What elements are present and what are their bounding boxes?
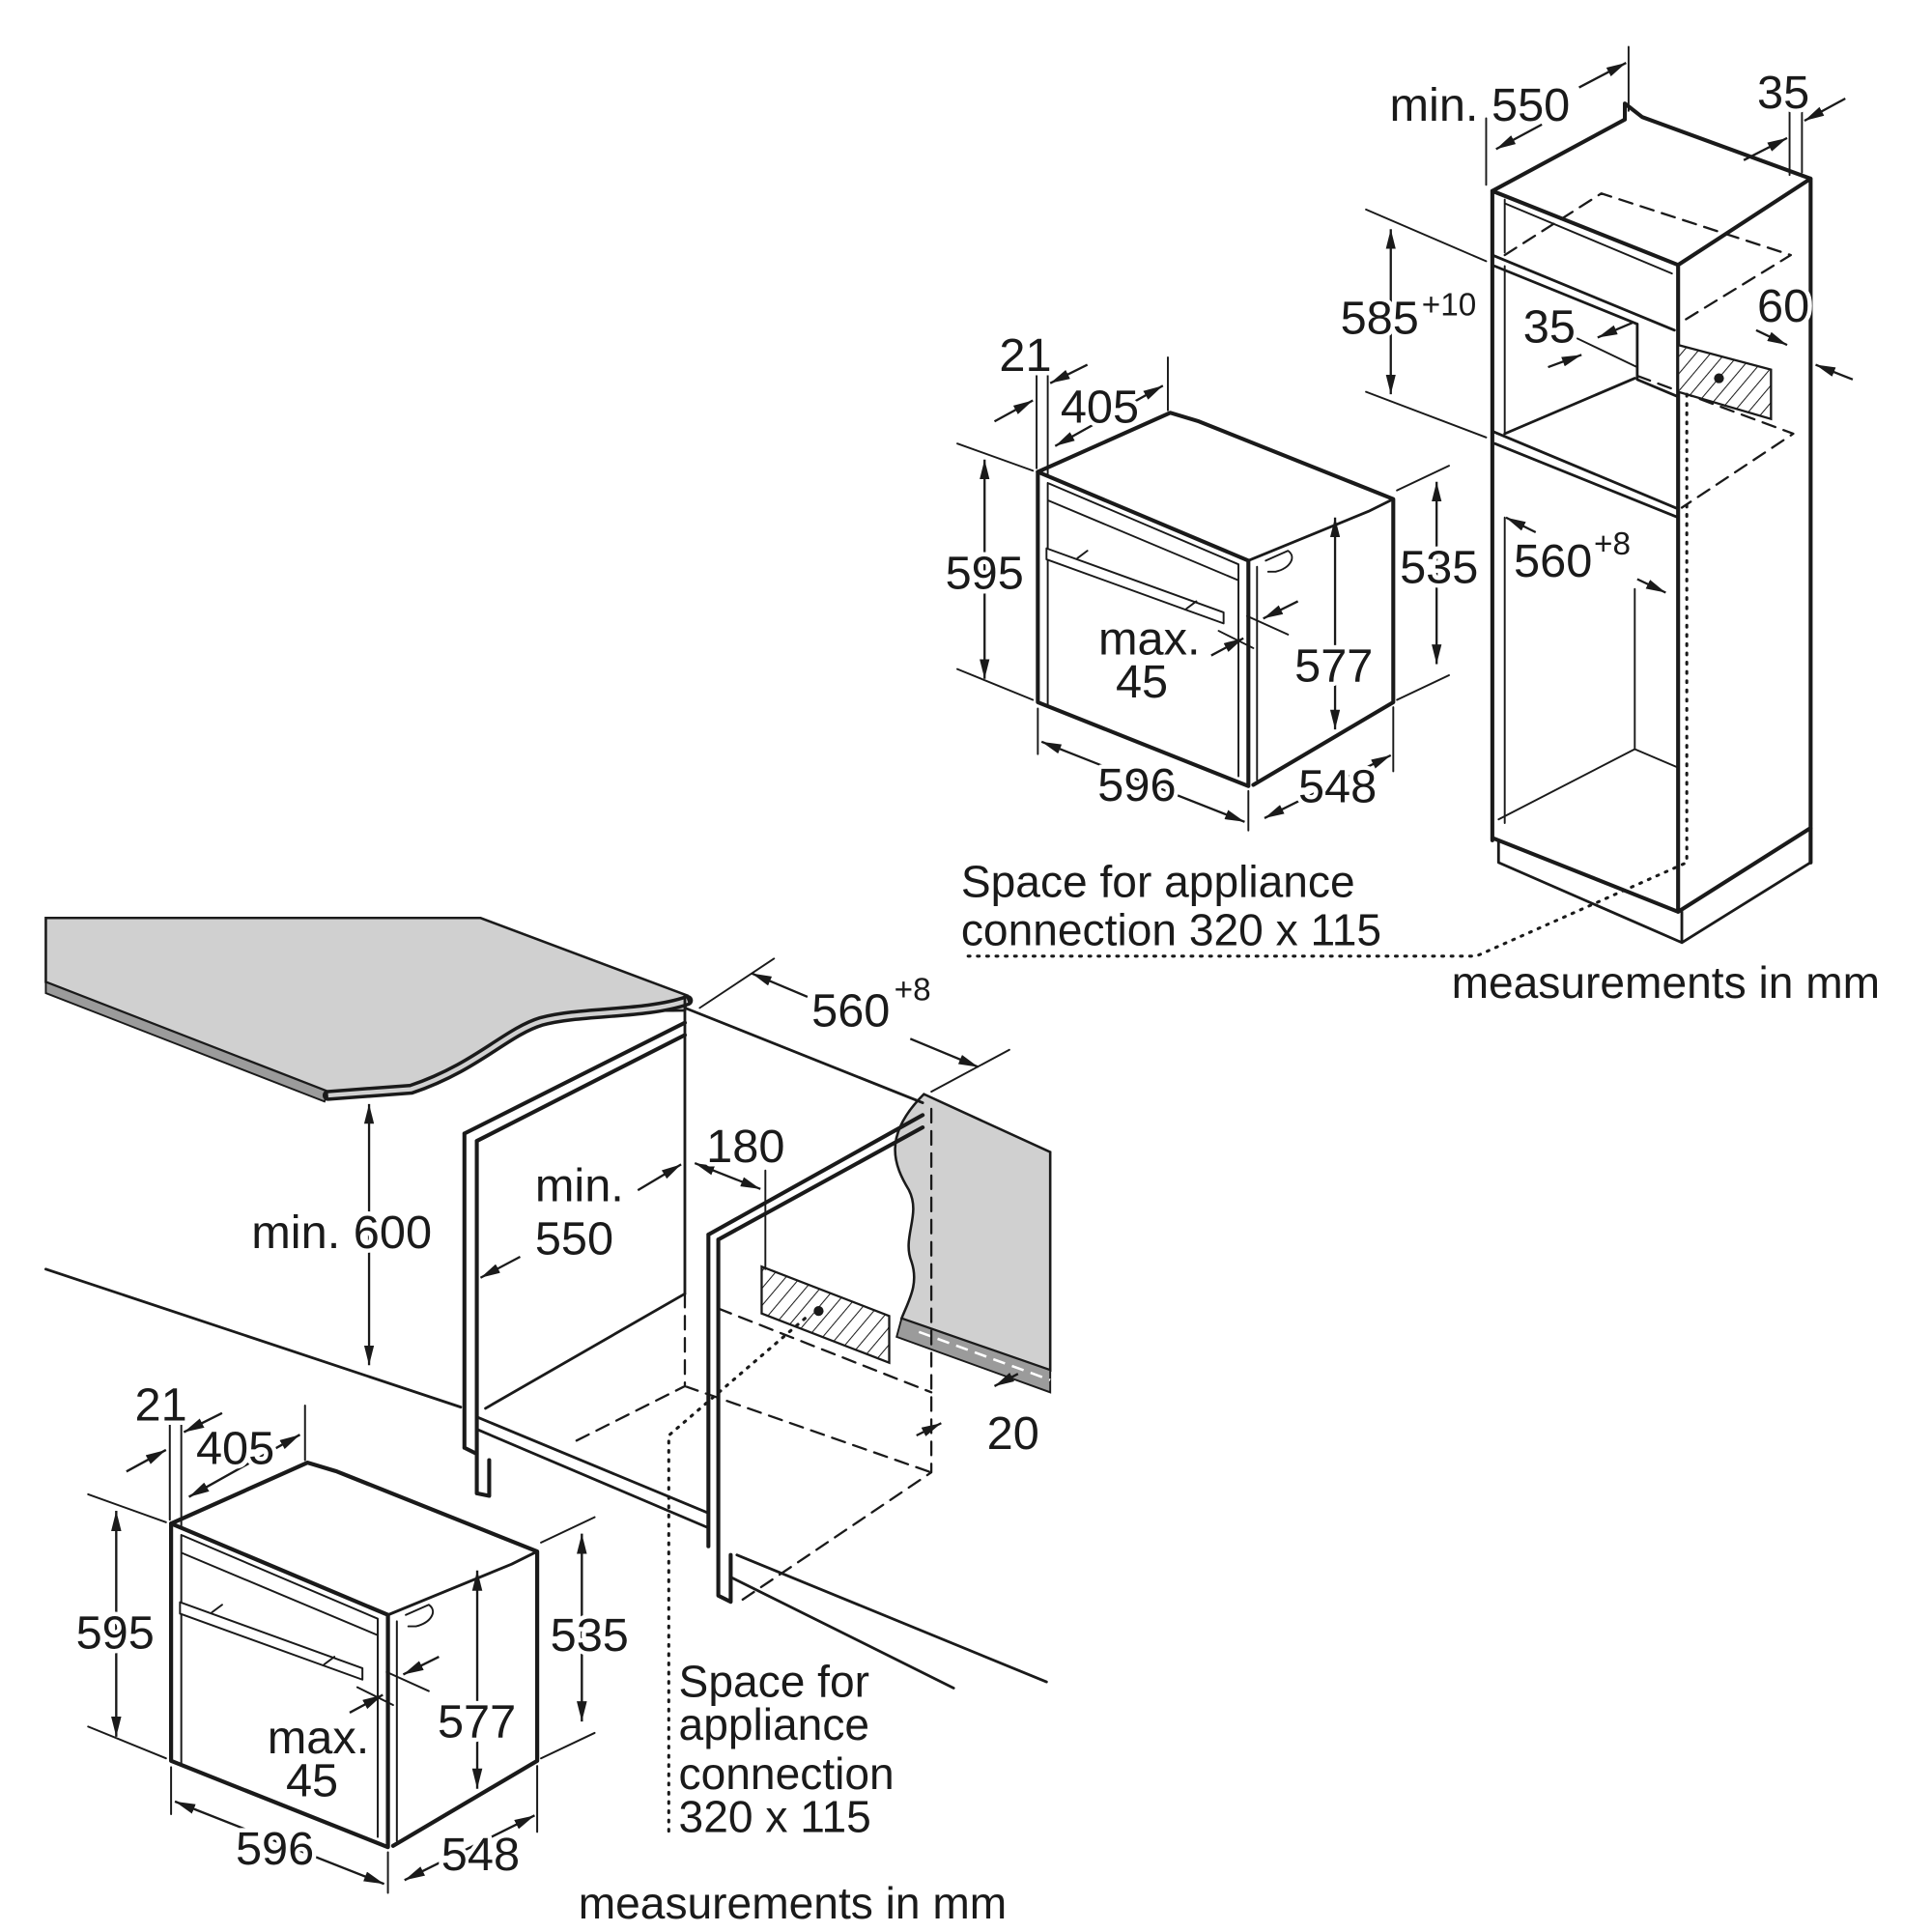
oven-drawing bbox=[88, 1406, 594, 1892]
rear-cutout-label: 180 bbox=[706, 1121, 784, 1173]
niche-width-arrow-left bbox=[1505, 516, 1537, 534]
connection-socket-icon bbox=[813, 1306, 824, 1317]
niche-height-label: min. 600 bbox=[251, 1207, 432, 1259]
oven-drawing bbox=[957, 357, 1449, 831]
units-note: measurements in mm bbox=[579, 1878, 1008, 1928]
cabinet-depth-label: min. 550 bbox=[1389, 79, 1570, 131]
shelf-gap-arrow-a bbox=[1597, 322, 1634, 339]
depth-arrow-left bbox=[479, 1256, 522, 1279]
oven-body-offset-label: 405 bbox=[1061, 382, 1139, 434]
depth-prefix: min. bbox=[535, 1160, 624, 1212]
oven-height-label: 595 bbox=[76, 1607, 155, 1660]
oven-depth-label: 548 bbox=[441, 1829, 520, 1881]
rear-gap-arrow-a bbox=[1755, 328, 1788, 347]
undercounter-cabinet: 560 +8 180 min. 550 min. 600 20 Space fo… bbox=[44, 916, 1052, 1932]
panel-offset-arrow-a bbox=[993, 1372, 1019, 1387]
niche-width-arrow-right bbox=[1636, 578, 1666, 594]
tall-cabinet: min. 550 35 585 +10 35 60 560 +8 Space f… bbox=[956, 45, 1885, 1012]
cabinet-plinth bbox=[1496, 838, 1812, 945]
depth-arrow-left bbox=[1495, 123, 1543, 151]
oven-body-height-label: 535 bbox=[551, 1609, 629, 1662]
oven-height-label: 595 bbox=[946, 548, 1024, 600]
tall-oven: 21 405 595 535 max. 45 577 596 548 bbox=[941, 326, 1483, 831]
undercounter-oven: 21 405 595 535 max. 45 577 596 548 bbox=[71, 1375, 633, 1893]
floor-lines bbox=[729, 1553, 1048, 1690]
panel-offset-arrow-b bbox=[916, 1422, 942, 1436]
connection-socket-icon bbox=[1714, 373, 1724, 384]
connection-leader-line bbox=[959, 392, 1689, 958]
niche-width-arrow-right bbox=[909, 1037, 980, 1068]
niche-width-tolerance: +8 bbox=[1594, 526, 1631, 562]
oven-width-label: 596 bbox=[1097, 759, 1176, 811]
oven-handle-depth-label: 45 bbox=[1116, 656, 1168, 708]
connection-area-hatch bbox=[1677, 343, 1773, 421]
units-note: measurements in mm bbox=[1452, 957, 1881, 1008]
oven-body-height-label: 535 bbox=[1400, 541, 1478, 593]
cabinet-outline bbox=[1490, 101, 1813, 914]
oven-depth-label: 548 bbox=[1298, 760, 1377, 812]
side-worktop-edge-dash bbox=[918, 1330, 1051, 1381]
oven-inner-height-label: 577 bbox=[438, 1696, 516, 1748]
oven-inner-height-label: 577 bbox=[1294, 639, 1373, 692]
rear-gap-label: 60 bbox=[1757, 280, 1809, 332]
cabinet-extension-lines bbox=[1365, 45, 1804, 439]
niche-height-tolerance: +10 bbox=[1422, 288, 1477, 324]
connection-note-line-4: 320 x 115 bbox=[679, 1792, 871, 1842]
side-worktop-surface bbox=[894, 1093, 1052, 1373]
connection-note-line-1: Space for appliance bbox=[961, 857, 1355, 907]
connection-note-line-2: appliance bbox=[679, 1699, 870, 1749]
shelf-gap-arrow-b bbox=[1548, 354, 1582, 369]
niche-width-label: 560 bbox=[811, 985, 890, 1037]
cabinet-lower-shelf bbox=[1491, 377, 1680, 520]
oven-body-offset-label: 405 bbox=[196, 1422, 274, 1474]
housing-hidden-edges bbox=[568, 1107, 933, 1604]
oven-handle-depth-prefix: max. bbox=[1098, 612, 1201, 665]
depth-arrow-right bbox=[637, 1163, 682, 1192]
connection-leader-line bbox=[667, 1317, 807, 1838]
niche-width-tolerance: +8 bbox=[895, 973, 931, 1009]
connection-note-line-1: Space for bbox=[679, 1656, 869, 1706]
cabinet-inner-walls bbox=[1497, 198, 1680, 824]
worktop-break-inner bbox=[327, 998, 689, 1098]
niche-height-label: 585 bbox=[1341, 293, 1419, 345]
panel-offset-label: 20 bbox=[987, 1407, 1039, 1460]
niche-width-arrow-left bbox=[751, 972, 809, 998]
connection-note-line-2: connection 320 x 115 bbox=[961, 904, 1381, 954]
worktop-surface bbox=[44, 916, 689, 1094]
connection-area-hatch bbox=[760, 1264, 891, 1365]
left-side-panel bbox=[462, 1020, 688, 1498]
rear-corner bbox=[683, 994, 924, 1295]
top-clearance-label: 35 bbox=[1757, 67, 1809, 119]
oven-width-label: 596 bbox=[236, 1823, 314, 1875]
rear-gap-arrow-b bbox=[1815, 363, 1854, 381]
width-extension-lines bbox=[698, 957, 1010, 1094]
connection-note-line-3: connection bbox=[679, 1748, 895, 1799]
wall-line bbox=[44, 1267, 463, 1409]
oven-panel-thickness-label: 21 bbox=[999, 329, 1051, 382]
depth-arrow-right bbox=[1578, 62, 1627, 89]
cabinet-upper-shelf bbox=[1491, 253, 1680, 399]
oven-panel-thickness-label: 21 bbox=[135, 1379, 187, 1432]
shelf-gap-label: 35 bbox=[1523, 301, 1576, 354]
depth-label: 550 bbox=[535, 1213, 613, 1265]
niche-floor bbox=[475, 1292, 710, 1530]
worktop-front-edge bbox=[44, 980, 329, 1103]
top-clearance-arrow-right bbox=[1804, 98, 1846, 123]
right-side-panel bbox=[706, 1113, 925, 1605]
oven-handle-depth-label: 45 bbox=[286, 1755, 338, 1807]
rear-cutout-arrow bbox=[694, 1162, 761, 1190]
niche-width-label: 560 bbox=[1514, 535, 1592, 587]
oven-handle-depth-prefix: max. bbox=[268, 1712, 370, 1764]
top-clearance-arrow-left bbox=[1743, 136, 1788, 161]
